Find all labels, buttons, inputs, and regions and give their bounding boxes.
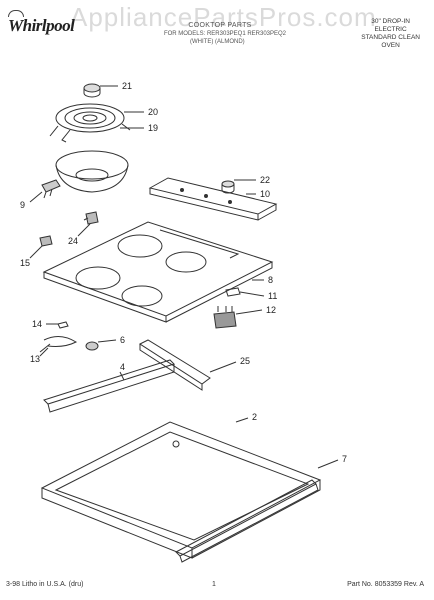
part-screw	[57, 321, 69, 329]
callout-label: 8	[268, 275, 273, 285]
callout-label: 6	[120, 335, 125, 345]
watermark: AppliancePartsPros.com	[70, 2, 377, 32]
callout-label: 20	[148, 107, 158, 117]
model-variants: (WHITE) (ALMOND)	[190, 39, 245, 45]
leader-line	[235, 309, 263, 315]
part-surface-element	[49, 103, 131, 143]
callout-label: 22	[260, 175, 270, 185]
callout-label: 13	[30, 354, 40, 364]
part-receptacle	[83, 211, 99, 225]
brand-logo: Whirlpool	[8, 16, 75, 35]
leader-line	[119, 371, 125, 381]
callout-label: 4	[120, 362, 125, 372]
page-title: COOKTOP PARTS	[188, 22, 252, 29]
leader-line	[235, 417, 249, 423]
leader-line	[29, 245, 43, 259]
part-infinite-switch	[213, 306, 237, 329]
part-knob-cap	[83, 83, 101, 98]
print-info: 3-98 Litho in U.S.A. (dru)	[6, 581, 84, 588]
callout-label: 15	[20, 258, 30, 268]
leader-line	[317, 459, 339, 469]
model-line: FOR MODELS: RER303PEQ1 RER303PEQ2	[163, 31, 287, 37]
part-drip-bowl	[55, 150, 129, 193]
callout-label: 11	[268, 291, 277, 301]
description-line: OVEN	[381, 42, 400, 49]
part-bracket	[39, 235, 53, 247]
logo-arc-icon	[8, 10, 24, 17]
description-line: ELECTRIC	[374, 26, 407, 33]
part-grommet	[85, 341, 99, 351]
leader-line	[77, 223, 91, 237]
callout-label: 24	[68, 236, 78, 246]
description-line: 30" DROP-IN	[371, 18, 411, 25]
part-control-knob	[221, 180, 235, 194]
part-control-panel	[148, 177, 278, 221]
leader-line	[239, 291, 265, 297]
part-trim-strip	[43, 359, 175, 413]
leader-line	[29, 191, 43, 203]
callout-label: 25	[240, 356, 250, 366]
part-side-trim	[175, 479, 319, 563]
part-number: Part No. 8053359 Rev. A	[347, 581, 424, 588]
callout-label: 14	[32, 319, 42, 329]
leader-line	[39, 347, 49, 357]
callout-label: 10	[260, 189, 270, 199]
callout-label: 19	[148, 123, 158, 133]
callout-label: 12	[266, 305, 276, 315]
part-burner-box	[40, 421, 322, 559]
part-wire-harness	[39, 336, 78, 353]
part-spacer	[225, 287, 241, 297]
leader-line	[97, 339, 117, 343]
part-main-cooktop	[42, 221, 274, 323]
leader-line	[209, 361, 237, 373]
part-rear-channel	[138, 339, 211, 391]
callout-label: 21	[122, 81, 132, 91]
callout-label: 7	[342, 454, 347, 464]
callout-label: 2	[252, 412, 257, 422]
description-line: STANDARD CLEAN	[361, 34, 420, 41]
part-terminal-block	[41, 179, 61, 199]
page-number: 1	[212, 581, 216, 588]
callout-label: 9	[20, 200, 25, 210]
appliance-description: 30" DROP-IN ELECTRIC STANDARD CLEAN OVEN	[361, 18, 420, 50]
